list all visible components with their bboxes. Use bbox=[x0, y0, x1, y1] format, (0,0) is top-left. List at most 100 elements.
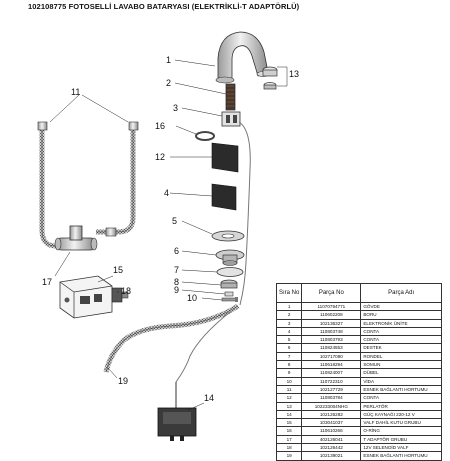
callout-18: 18 bbox=[121, 286, 131, 296]
row-sira-no: 2 bbox=[275, 310, 303, 320]
part-8-nut bbox=[220, 279, 238, 289]
part-4-gasket bbox=[211, 183, 237, 211]
part-10-screw bbox=[221, 297, 238, 302]
row-parca-no: 102136327 bbox=[301, 318, 362, 328]
row-parca-no: 110824553 bbox=[301, 343, 362, 353]
part-12-gasket bbox=[211, 142, 239, 173]
row-parca-no: 11070794771 bbox=[301, 301, 362, 312]
callout-3: 3 bbox=[173, 103, 178, 113]
row-parca-no: 110803793 bbox=[301, 335, 362, 345]
part-19-connection-hose bbox=[103, 303, 240, 383]
callout-16: 16 bbox=[155, 121, 165, 131]
row-parca-no: 103041037 bbox=[301, 418, 362, 428]
callout-12: 12 bbox=[155, 152, 165, 162]
callout-9: 9 bbox=[174, 285, 179, 295]
row-parca-no: 110602208 bbox=[301, 310, 362, 320]
callout-11: 11 bbox=[71, 87, 80, 97]
row-sira-no: 14 bbox=[275, 409, 303, 420]
row-sira-no: 4 bbox=[275, 326, 303, 337]
part-7-washer bbox=[216, 267, 244, 277]
parts-table-header: Sıra No Parça No Parça Adı bbox=[275, 283, 442, 303]
part-1-faucet-body bbox=[215, 31, 270, 84]
row-parca-adi: DESTEK bbox=[360, 343, 442, 353]
row-parca-adi: BORU bbox=[360, 310, 442, 320]
part-6-support bbox=[215, 249, 245, 266]
part-5-gasket-ring bbox=[211, 230, 245, 242]
header-parca-no: Parça No bbox=[301, 283, 362, 303]
row-parca-adi: SOMUN bbox=[360, 360, 442, 370]
row-sira-no: 8 bbox=[275, 360, 303, 370]
row-parca-adi: GÖVDE bbox=[360, 301, 442, 312]
part-16-o-ring bbox=[195, 131, 215, 141]
callout-1: 1 bbox=[166, 55, 171, 65]
row-sira-no: 17 bbox=[275, 434, 303, 445]
callout-14: 14 bbox=[204, 393, 214, 403]
row-parca-adi: PERLATÖR bbox=[360, 401, 442, 411]
row-parca-adi: ELEKTRONİK ÜNİTE bbox=[360, 318, 442, 328]
row-parca-adi: CONTA bbox=[360, 393, 442, 403]
row-sira-no: 7 bbox=[275, 351, 303, 362]
row-parca-adi: CONTA bbox=[360, 326, 442, 337]
row-parca-no: 102126282 bbox=[301, 409, 362, 420]
callout-10: 10 bbox=[187, 293, 197, 303]
row-parca-adi: VİDA bbox=[360, 376, 442, 386]
row-sira-no: 12 bbox=[275, 393, 303, 403]
part-3-electronic-unit bbox=[221, 111, 241, 127]
row-sira-no: 1 bbox=[275, 301, 303, 312]
row-sira-no: 5 bbox=[275, 335, 303, 345]
exploded-assembly-drawing: 1 2 3 16 12 4 5 6 7 8 9 10 13 11 15 18 1… bbox=[37, 31, 299, 441]
row-sira-no: 10 bbox=[275, 376, 303, 386]
row-sira-no: 6 bbox=[275, 343, 303, 353]
row-parca-adi: O-RİNG bbox=[360, 426, 442, 436]
row-parca-adi: GÜÇ KAYNAĞI 220-12 V bbox=[360, 409, 442, 420]
callout-numbers: 1 2 3 16 12 4 5 6 7 8 9 10 13 11 15 18 1… bbox=[42, 55, 299, 403]
row-parca-adi: CONTA bbox=[360, 335, 442, 345]
row-parca-no: 110803784 bbox=[301, 393, 362, 403]
part-9-dowel bbox=[224, 291, 234, 297]
header-sira-no: Sıra No bbox=[275, 283, 303, 303]
row-sira-no: 3 bbox=[275, 318, 303, 328]
part-13-aerator bbox=[262, 66, 278, 90]
callout-6: 6 bbox=[174, 246, 179, 256]
row-parca-adi: ESNEK BAĞLANTI HORTUMU bbox=[360, 384, 442, 395]
row-parca-no: 102717090 bbox=[301, 351, 362, 362]
document-title: 102108775 FOTOSELLİ LAVABO BATARYASI (EL… bbox=[28, 2, 300, 11]
callout-19: 19 bbox=[118, 376, 128, 386]
row-sira-no: 15 bbox=[275, 418, 303, 428]
row-parca-no: 102139021 bbox=[301, 451, 362, 461]
row-parca-adi: DÜBEL bbox=[360, 368, 442, 378]
row-parca-no: 102233004NHG bbox=[301, 401, 362, 411]
row-parca-no: 110618294 bbox=[301, 360, 362, 370]
row-parca-no: 102127729 bbox=[301, 384, 362, 395]
callout-4: 4 bbox=[164, 188, 169, 198]
row-sira-no: 16 bbox=[275, 426, 303, 436]
sensor-cable bbox=[238, 121, 251, 306]
callout-2: 2 bbox=[166, 78, 171, 88]
row-parca-no: 110803748 bbox=[301, 326, 362, 337]
row-parca-adi: T ADAPTÖR GRUBU bbox=[360, 434, 442, 445]
row-parca-no: 110824007 bbox=[301, 368, 362, 378]
row-parca-no: 110722310 bbox=[301, 376, 362, 386]
row-parca-adi: ESNEK BAĞLANTI HORTUMU bbox=[360, 451, 442, 461]
part-17-t-adapter bbox=[54, 225, 98, 251]
callout-17: 17 bbox=[42, 277, 52, 287]
callout-13: 13 bbox=[289, 69, 299, 79]
